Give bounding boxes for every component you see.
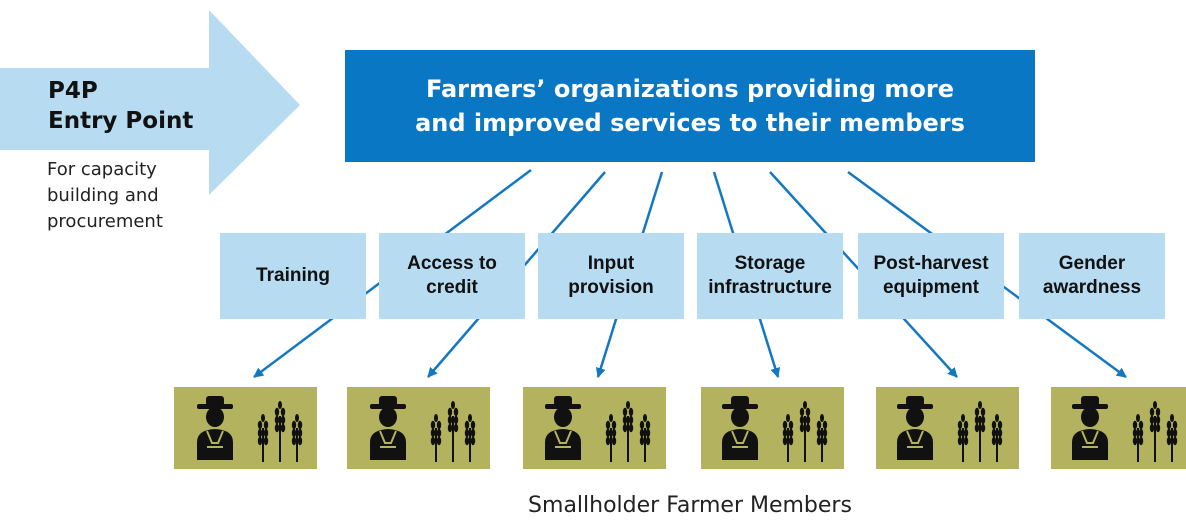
main-box-line2: and improved services to their members	[415, 109, 965, 137]
entry-point-subtitle: For capacity building and procurement	[47, 157, 163, 235]
service-label-line1: Training	[256, 265, 330, 286]
farmer-group-box	[347, 387, 490, 469]
service-label-line2: infrastructure	[708, 277, 832, 298]
service-label-line2: awardness	[1042, 277, 1142, 298]
entry-point-subtitle-line3: procurement	[47, 211, 163, 232]
service-box-access-to-credit: Access to credit	[379, 233, 525, 319]
service-box-input-provision: Input provision	[538, 233, 684, 319]
service-label-line1: Storage	[734, 253, 806, 274]
service-label-line1: Post-harvest	[873, 253, 989, 274]
entry-point-title-line1: P4P	[48, 78, 98, 104]
entry-point-title-line2: Entry Point	[48, 108, 194, 134]
entry-point-title: P4P Entry Point	[48, 76, 193, 136]
entry-point-subtitle-line1: For capacity	[47, 159, 157, 180]
service-label-line1: Input	[587, 253, 635, 274]
service-box-training: Training	[220, 233, 366, 319]
service-label-line1: Access to	[407, 253, 497, 274]
service-box-gender-awardness: Gender awardness	[1019, 233, 1165, 319]
service-label-line2: equipment	[882, 277, 980, 298]
main-box-line1: Farmers’ organizations providing more	[426, 75, 954, 103]
service-label-line2: credit	[426, 277, 478, 298]
smallholder-caption: Smallholder Farmer Members	[528, 493, 852, 518]
entry-point-subtitle-line2: building and	[47, 185, 159, 206]
farmer-group-box	[174, 387, 317, 469]
farmers-organizations-box: Farmers’ organizations providing more an…	[345, 50, 1035, 162]
service-box-storage-infrastructure: Storage infrastructure	[697, 233, 843, 319]
farmer-group-box	[1051, 387, 1186, 469]
entry-point-arrow	[0, 10, 300, 195]
service-box-post-harvest-equipment: Post-harvest equipment	[858, 233, 1004, 319]
service-label-line2: provision	[568, 277, 654, 298]
service-label-line1: Gender	[1058, 253, 1126, 274]
